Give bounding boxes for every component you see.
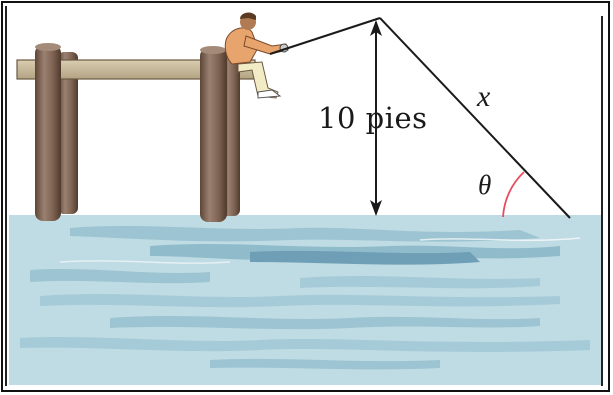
line-label-x: x [477,80,491,113]
pier-post-front [200,48,227,222]
height-arrow-head-top [370,20,382,36]
wave-line [59,260,231,264]
wave-band [210,358,440,370]
fisherman-shoe [257,89,282,99]
wave-band [110,316,540,330]
frame-right-edge [601,16,603,386]
angle-label-theta: θ [478,170,492,200]
fisherman-hair [240,12,256,20]
pier [16,43,256,222]
height-arrow-head-bottom [370,200,382,216]
pier-post-front [35,45,61,221]
wave-line [419,237,581,242]
fisherman-shirt [224,27,259,65]
fisherman-legs [237,61,279,99]
angle-arc [502,171,525,218]
frame-left-edge [5,6,7,386]
height-label: 10 pies [318,101,428,135]
wave-band [20,337,590,352]
pier-post-back [58,52,78,214]
wave-band [40,294,560,308]
fisherman [224,12,289,99]
fishing-rod [269,17,381,55]
wave-band [70,226,540,242]
wave-band [250,250,480,265]
fishing-line-x [379,17,571,219]
height-arrow [370,20,382,216]
wave-band [30,269,210,284]
water [9,215,601,385]
wave-band [300,276,540,289]
pier-post-top [35,43,61,51]
pier-post-top [200,46,226,54]
